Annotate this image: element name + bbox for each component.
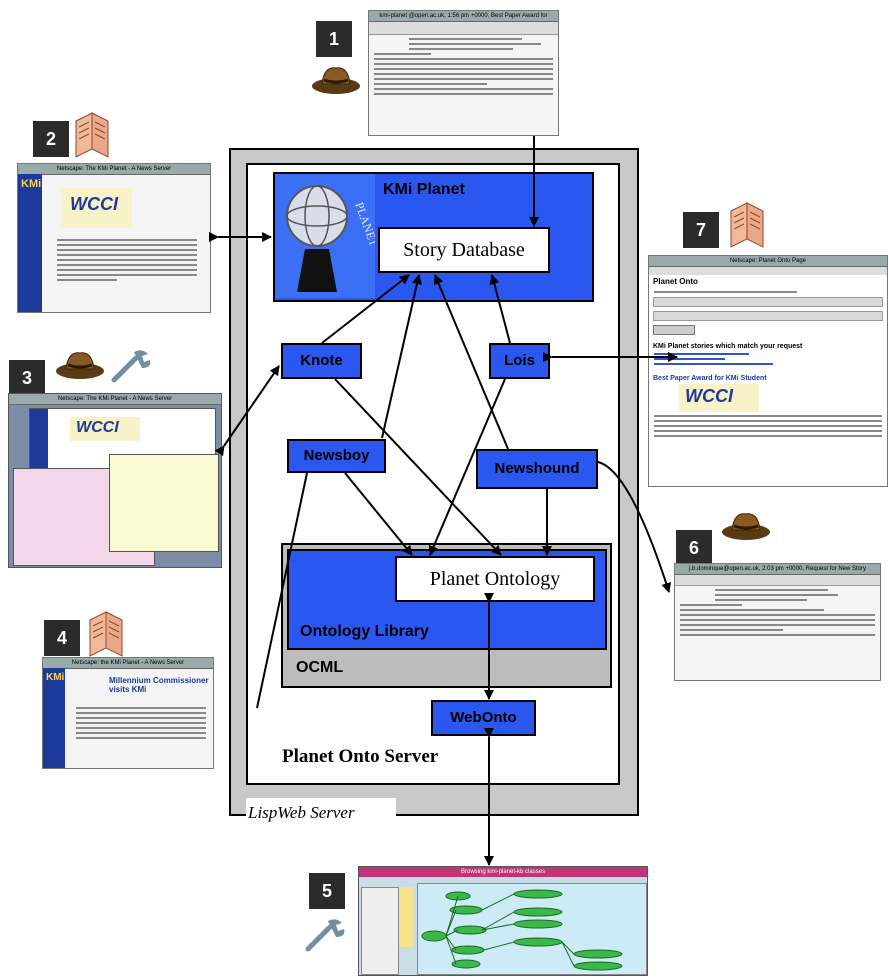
kmi-logo-4: KMi bbox=[46, 672, 65, 683]
s4-headline: Millennium Commissioner visits KMi bbox=[109, 676, 209, 694]
newsboy-agent: Newsboy bbox=[287, 439, 386, 473]
screenshot-7-title: Netscape: Planet Onto Page bbox=[649, 256, 887, 267]
badge-2: 2 bbox=[33, 121, 69, 157]
s7-story: Best Paper Award for KMi Student bbox=[653, 375, 767, 382]
badge-6: 6 bbox=[676, 530, 712, 566]
screenshot-4-title: Netscape: the KMi Planet - A News Server bbox=[43, 658, 213, 669]
kmi-logo-2: KMi bbox=[21, 178, 42, 190]
screenshot-5-title: Browsing kmi-planet-kb classes bbox=[359, 867, 647, 877]
wcci-logo-2: WCCI bbox=[70, 194, 118, 214]
wcci-logo-7: WCCI bbox=[685, 386, 733, 406]
knote-agent: Knote bbox=[281, 343, 362, 379]
badge-1: 1 bbox=[316, 21, 352, 57]
lispweb-server-label: LispWeb Server bbox=[246, 798, 396, 828]
s7-subheading: KMi Planet stories which match your requ… bbox=[653, 343, 803, 350]
screenshot-3-title: Netscape: The KMi Planet - A News Server bbox=[9, 394, 221, 405]
newshound-agent: Newshound bbox=[476, 449, 598, 489]
planet-logo: PLANET bbox=[275, 174, 381, 298]
screenshot-planet-onto-7: Netscape: Planet Onto Page Planet Onto K… bbox=[648, 255, 888, 487]
screenshot-email-1: kmi-planet @open.ac.uk, 1:56 pm +0000, B… bbox=[368, 10, 559, 136]
story-database: Story Database bbox=[378, 227, 550, 273]
ocml-label: OCML bbox=[296, 659, 344, 676]
wcci-logo-3: WCCI bbox=[76, 419, 119, 436]
s7-heading: Planet Onto bbox=[653, 277, 698, 286]
screenshot-email-6: j.b.dominque@open.ac.uk, 2:03 pm +0000, … bbox=[674, 563, 881, 681]
screenshot-1-title: kmi-planet @open.ac.uk, 1:56 pm +0000, B… bbox=[369, 11, 558, 22]
webonto-agent: WebOnto bbox=[431, 700, 536, 736]
screenshot-news-2: Netscape: The KMi Planet - A News Server… bbox=[17, 163, 211, 313]
badge-3: 3 bbox=[9, 360, 45, 396]
badge-4: 4 bbox=[44, 620, 80, 656]
screenshot-knote-3: Netscape: The KMi Planet - A News Server… bbox=[8, 393, 222, 568]
badge-7: 7 bbox=[683, 212, 719, 248]
screenshot-news-4: Netscape: the KMi Planet - A News Server… bbox=[42, 657, 214, 769]
badge-5: 5 bbox=[309, 873, 345, 909]
screenshot-6-title: j.b.dominque@open.ac.uk, 2:03 pm +0000, … bbox=[675, 564, 880, 575]
screenshot-webonto-5: Browsing kmi-planet-kb classes bbox=[358, 866, 648, 976]
planet-onto-server-label: Planet Onto Server bbox=[278, 746, 443, 768]
planet-ontology: Planet Ontology bbox=[395, 556, 595, 602]
lois-agent: Lois bbox=[489, 343, 550, 379]
screenshot-2-title: Netscape: The KMi Planet - A News Server bbox=[18, 164, 210, 175]
ontology-library-label: Ontology Library bbox=[300, 623, 429, 640]
kmi-planet-title: KMi Planet bbox=[383, 181, 465, 198]
